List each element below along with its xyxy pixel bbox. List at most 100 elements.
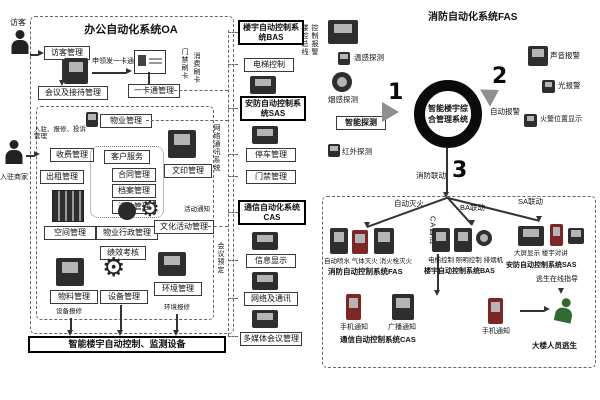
complaints-label: 入驻、报修、投诉管理 bbox=[34, 126, 86, 141]
bas-sub-label: 楼宇自动控制系统BAS bbox=[424, 268, 495, 275]
connector bbox=[228, 176, 238, 177]
arrow-icon bbox=[443, 192, 449, 198]
connector bbox=[176, 314, 178, 330]
phone-notify-label: 手机通知 bbox=[340, 324, 368, 331]
light-alarm-icon bbox=[542, 80, 555, 93]
property-admin-box: 物业行政管理 bbox=[96, 226, 158, 240]
step-1-number: 1 bbox=[388, 80, 404, 105]
fas-sub-label: 消防自动控制系统FAS bbox=[328, 267, 403, 276]
sa-linkage-label: SA联动 bbox=[518, 197, 544, 206]
fire-position-icon bbox=[524, 114, 537, 127]
temp-sensor-icon bbox=[338, 52, 350, 65]
infrared-icon bbox=[328, 144, 340, 157]
arrow-icon bbox=[434, 290, 440, 296]
space-mgmt-box: 空间管理 bbox=[44, 226, 96, 240]
escape-guide-label: 逃生在线指导 bbox=[536, 276, 578, 283]
arrow-icon bbox=[34, 151, 40, 157]
meeting-reception-box: 会议及接待管理 bbox=[38, 86, 108, 100]
tenant-label: 入驻商家 bbox=[0, 174, 28, 181]
elevator-icon bbox=[250, 76, 276, 94]
phone2-icon bbox=[488, 298, 503, 324]
smart-detect-box: 智能探测 bbox=[336, 116, 386, 130]
auto-alarm-label: 自动报警 bbox=[490, 107, 520, 116]
infrared-label: 红外探测 bbox=[342, 147, 372, 156]
connector bbox=[148, 72, 150, 84]
oa-title: 办公自动化系统OA bbox=[84, 24, 178, 36]
material-icon bbox=[56, 258, 84, 286]
speaker-icon bbox=[528, 46, 548, 66]
visitor-label: 访客 bbox=[10, 18, 26, 27]
big-screen-icon bbox=[518, 226, 544, 246]
broadcast-icon bbox=[392, 294, 414, 320]
parking-icon bbox=[252, 126, 278, 144]
arrow-icon bbox=[536, 216, 542, 222]
property-icon bbox=[86, 112, 98, 127]
equip-repair-label: 设备报修 bbox=[56, 308, 82, 315]
printer-icon bbox=[168, 130, 196, 158]
broadcast-label: 广播通知 bbox=[388, 324, 416, 331]
escape-label: 大楼人员逃生 bbox=[532, 341, 577, 350]
connector bbox=[146, 120, 228, 121]
env-repair-label: 环境报修 bbox=[164, 304, 190, 311]
auto-extinguish-label: 自动灭火 bbox=[394, 199, 424, 208]
bas-title-box: 楼宇自动控制系统BAS bbox=[238, 20, 304, 46]
contract-box: 合同管理 bbox=[112, 168, 156, 182]
cas-sub-label: 通信自动控制系统CAS bbox=[340, 335, 416, 344]
central-system-label: 智能楼宇综合管理系统 bbox=[428, 104, 468, 124]
connector bbox=[520, 310, 544, 312]
connector bbox=[228, 212, 238, 213]
equipment-box: 设备管理 bbox=[100, 290, 148, 304]
connector bbox=[228, 298, 238, 299]
extinguish-items-label: 自动喷水 气体灭火 消火栓灭火 bbox=[324, 258, 413, 265]
fas-title: 消防自动化系统FAS bbox=[428, 12, 518, 23]
bas-items-label: 电梯控制 照明控制 排烟机 bbox=[428, 257, 504, 264]
cas-title-box: 通信自动化系统CAS bbox=[238, 200, 306, 226]
connector bbox=[228, 108, 238, 109]
connector bbox=[228, 154, 238, 155]
network-bus-label: 网络通讯系统 bbox=[213, 124, 221, 172]
card-mgmt-box: 一卡通管理 bbox=[128, 84, 180, 98]
environment-icon bbox=[158, 252, 186, 276]
connector bbox=[92, 72, 126, 74]
smoke-detector-icon bbox=[332, 72, 352, 92]
central-system-circle: 智能楼宇综合管理系统 bbox=[414, 80, 482, 148]
arrow-icon bbox=[67, 330, 73, 336]
arrow-icon bbox=[59, 80, 65, 86]
elevator-ctrl-icon bbox=[432, 228, 450, 252]
connector bbox=[30, 54, 38, 56]
multimedia-icon bbox=[252, 310, 278, 328]
sas-items-label: 大屏显示 楼宇对讲 bbox=[514, 250, 568, 257]
rental-box: 出租管理 bbox=[40, 170, 84, 184]
connector bbox=[174, 90, 228, 91]
step-3-number: 3 bbox=[452, 158, 468, 183]
arrow-icon bbox=[173, 330, 179, 336]
sas-title-box: 安防自动控制系统SAS bbox=[240, 96, 306, 122]
activity-notice-label: 活动通知 bbox=[184, 206, 210, 213]
equipment-gear-icon bbox=[102, 254, 125, 280]
apply-card-label: 申领发一卡通 bbox=[92, 58, 134, 65]
gas-cylinder-icon bbox=[352, 230, 368, 254]
door-box: 门禁管理 bbox=[246, 170, 296, 184]
bus-note-1: 楼控总线 bbox=[301, 24, 309, 56]
arrow-icon bbox=[38, 50, 44, 56]
step-2-number: 2 bbox=[492, 64, 508, 89]
arrow-icon bbox=[364, 222, 370, 228]
visitor-icon bbox=[8, 30, 32, 56]
phone2-notify-label: 手机通知 bbox=[482, 328, 510, 335]
arrow-icon bbox=[117, 330, 123, 336]
monitor-devices-box: 智能楼宇自动控制、监测设备 bbox=[28, 336, 226, 353]
property-inner-box bbox=[36, 106, 214, 320]
print-mgmt-box: 文印管理 bbox=[164, 164, 212, 178]
monitor-icon bbox=[328, 20, 358, 44]
tenant-icon bbox=[2, 140, 26, 166]
fire-position-label: 火警位置显示 bbox=[540, 116, 582, 123]
fees-box: 收费管理 bbox=[50, 148, 94, 162]
network-icon bbox=[252, 272, 278, 290]
property-mgmt-box: 物业管理 bbox=[100, 114, 152, 128]
connector bbox=[228, 64, 238, 65]
connector bbox=[228, 30, 229, 336]
hydrant-icon bbox=[374, 228, 394, 254]
archive-box: 档案管理 bbox=[112, 184, 156, 198]
elevator-box: 电梯控制 bbox=[244, 58, 294, 72]
